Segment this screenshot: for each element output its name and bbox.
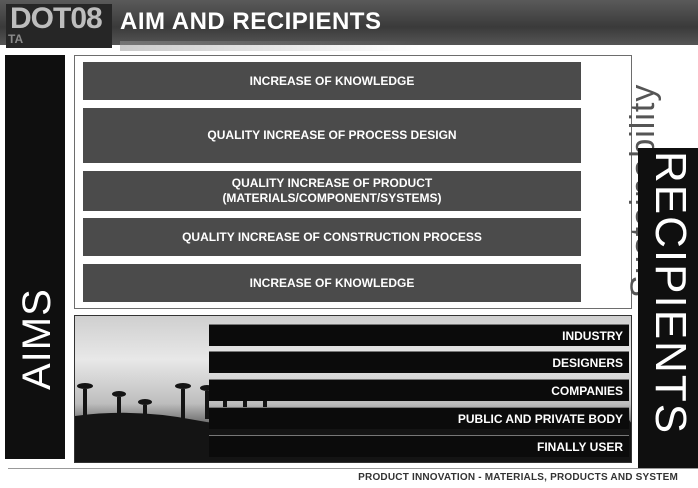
aim-bar-2: QUALITY INCREASE OF PROCESS DESIGN bbox=[83, 108, 581, 163]
aim-bar-1: INCREASE OF KNOWLEDGE bbox=[83, 62, 581, 100]
page-title: AIM AND RECIPIENTS bbox=[120, 8, 382, 35]
aims-label: AIMS bbox=[15, 288, 59, 390]
recipients-band bbox=[638, 148, 698, 468]
recipients-panel: INDUSTRY DESIGNERS COMPANIES PUBLIC AND … bbox=[74, 315, 632, 463]
logo-subtext: TA bbox=[8, 32, 24, 46]
figure-2 bbox=[112, 391, 126, 423]
aim-bar-4: QUALITY INCREASE OF CONSTRUCTION PROCESS bbox=[83, 218, 581, 256]
figure-4 bbox=[175, 383, 191, 419]
recipient-bar-5: FINALLY USER bbox=[209, 435, 629, 457]
recipient-bar-1: INDUSTRY bbox=[209, 324, 629, 346]
logo: DOT08 TA bbox=[6, 4, 112, 48]
header-bar bbox=[0, 0, 698, 45]
aims-panel: INCREASE OF KNOWLEDGE QUALITY INCREASE O… bbox=[74, 55, 632, 309]
footer-text: PRODUCT INNOVATION - MATERIALS, PRODUCTS… bbox=[358, 472, 678, 483]
aim-bar-5: INCREASE OF KNOWLEDGE bbox=[83, 264, 581, 302]
figure-3 bbox=[138, 399, 152, 425]
logo-text: DOT08 bbox=[10, 2, 103, 35]
recipients-label: RECIPIENTS bbox=[646, 151, 695, 436]
figure-1 bbox=[77, 383, 93, 421]
aims-band bbox=[5, 55, 65, 459]
recipient-bar-2: DESIGNERS bbox=[209, 351, 629, 373]
recipient-bar-4: PUBLIC AND PRIVATE BODY bbox=[209, 407, 629, 429]
aim-bar-3: QUALITY INCREASE OF PRODUCT (MATERIALS/C… bbox=[83, 171, 581, 211]
footer-divider bbox=[8, 468, 698, 469]
recipient-bar-3: COMPANIES bbox=[209, 379, 629, 401]
header-shadow bbox=[120, 41, 420, 51]
